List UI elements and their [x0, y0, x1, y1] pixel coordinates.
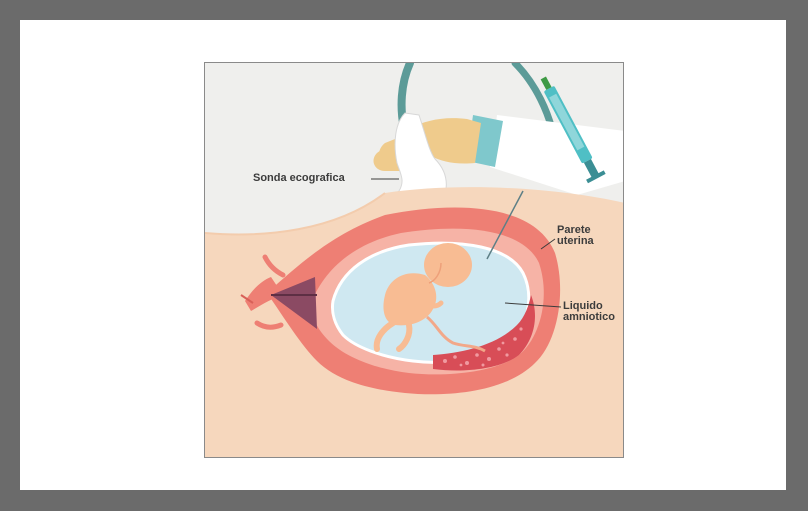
probe-label: Sonda ecografica: [253, 173, 345, 184]
illustration-svg: [205, 63, 624, 458]
amniotic-fluid-label-2: amniotico: [563, 312, 615, 323]
amniocentesis-illustration: Sonda ecografica Parete uterina Liquido …: [204, 62, 624, 458]
uterine-wall-label-2: uterina: [557, 236, 594, 247]
